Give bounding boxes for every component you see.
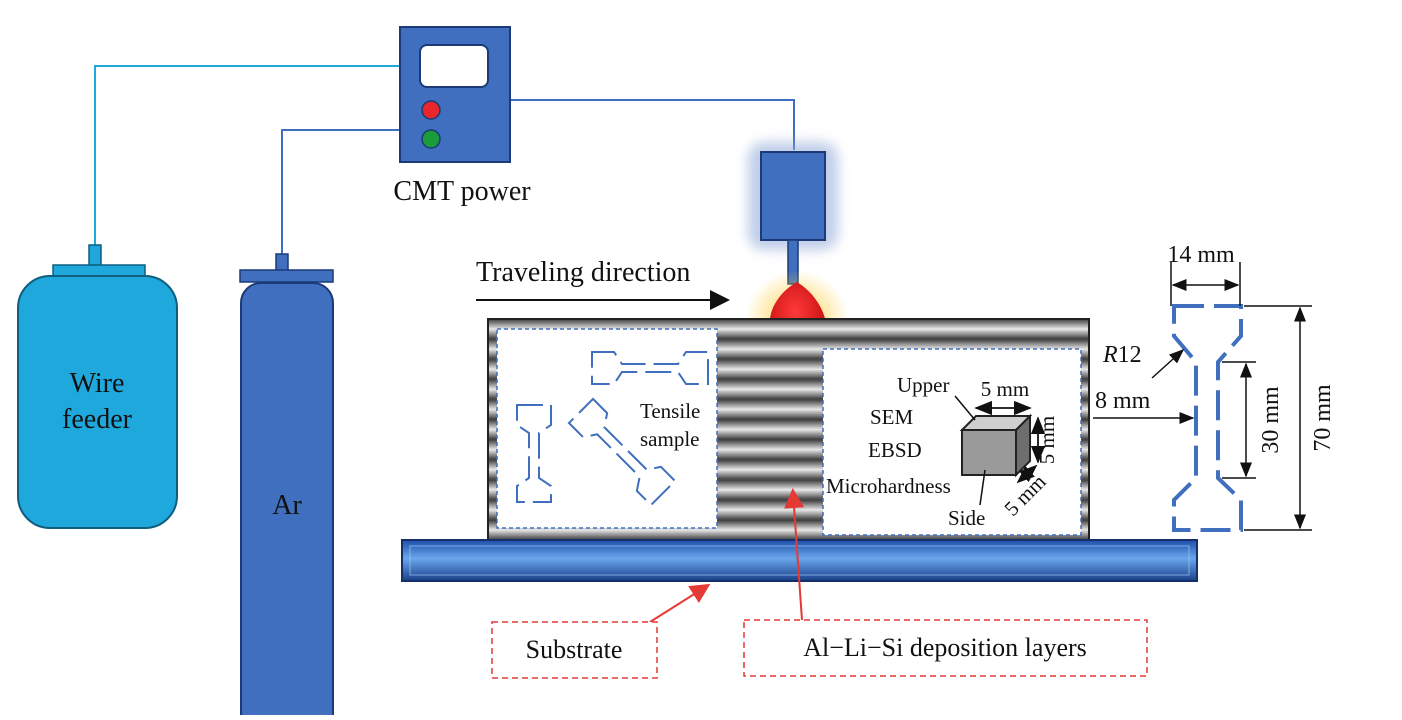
argon-cylinder: Ar <box>239 253 334 720</box>
tensile-sample-diagonal-icon <box>567 397 677 507</box>
cube-height-label: 5 mm <box>1035 416 1059 464</box>
tensile-sample-vertical-icon <box>516 404 552 503</box>
ebsd-label: EBSD <box>868 438 922 462</box>
cube-width-label: 5 mm <box>981 377 1029 401</box>
cube-front-face <box>961 429 1017 476</box>
argon-cable <box>281 129 400 254</box>
tensile-sample-inset: Tensile sample <box>496 328 718 529</box>
power-display <box>419 44 489 88</box>
tensile-label-line1: Tensile <box>640 399 700 423</box>
upper-label: Upper <box>897 373 949 397</box>
tensile-specimen-drawing: 14 mm R12 8 mm 30 mm 70 mm <box>1093 242 1336 532</box>
side-label: Side <box>948 506 985 530</box>
dim-total-length-label: 70 mm <box>1310 384 1336 452</box>
dim-radius-label: R12 <box>1102 342 1142 368</box>
tensile-sample-horizontal-icon <box>591 351 709 385</box>
deposition-layers-label: Al−Li−Si deposition layers <box>803 633 1087 662</box>
dim-gauge-length-label: 30 mm <box>1258 386 1284 454</box>
indicator-green-icon <box>421 129 441 149</box>
substrate-label: Substrate <box>526 635 623 664</box>
microhardness-label: Microhardness <box>826 474 951 498</box>
dim-width-label: 14 mm <box>1167 242 1235 268</box>
cables <box>94 65 795 254</box>
dim-gauge-width-label: 8 mm <box>1095 388 1151 414</box>
tensile-label-line2: sample <box>640 427 699 451</box>
substrate-callout: Substrate <box>491 583 711 679</box>
torch-cable <box>510 99 795 150</box>
cmt-power-source: CMT power <box>393 26 531 207</box>
cmt-power-label: CMT power <box>393 176 531 207</box>
indicator-red-icon <box>421 100 441 120</box>
sem-label: SEM <box>870 405 914 429</box>
cube-side-face <box>1015 413 1031 478</box>
wire-feeder-label-line1: Wire <box>70 368 125 399</box>
wire-feeder-label-line2: feeder <box>62 404 133 435</box>
deposition-layers-callout: Al−Li−Si deposition layers <box>743 488 1148 677</box>
traveling-direction-label: Traveling direction <box>476 257 690 288</box>
wire-feeder-cable <box>94 65 400 245</box>
microstructure-sample-inset: 5 mm 5 mm 5 mm Upper SEM EBSD Microhardn… <box>822 348 1082 536</box>
specimen-outline-icon <box>1172 304 1243 532</box>
wire-feeder: Wire feeder <box>17 244 178 529</box>
argon-label: Ar <box>272 490 302 521</box>
